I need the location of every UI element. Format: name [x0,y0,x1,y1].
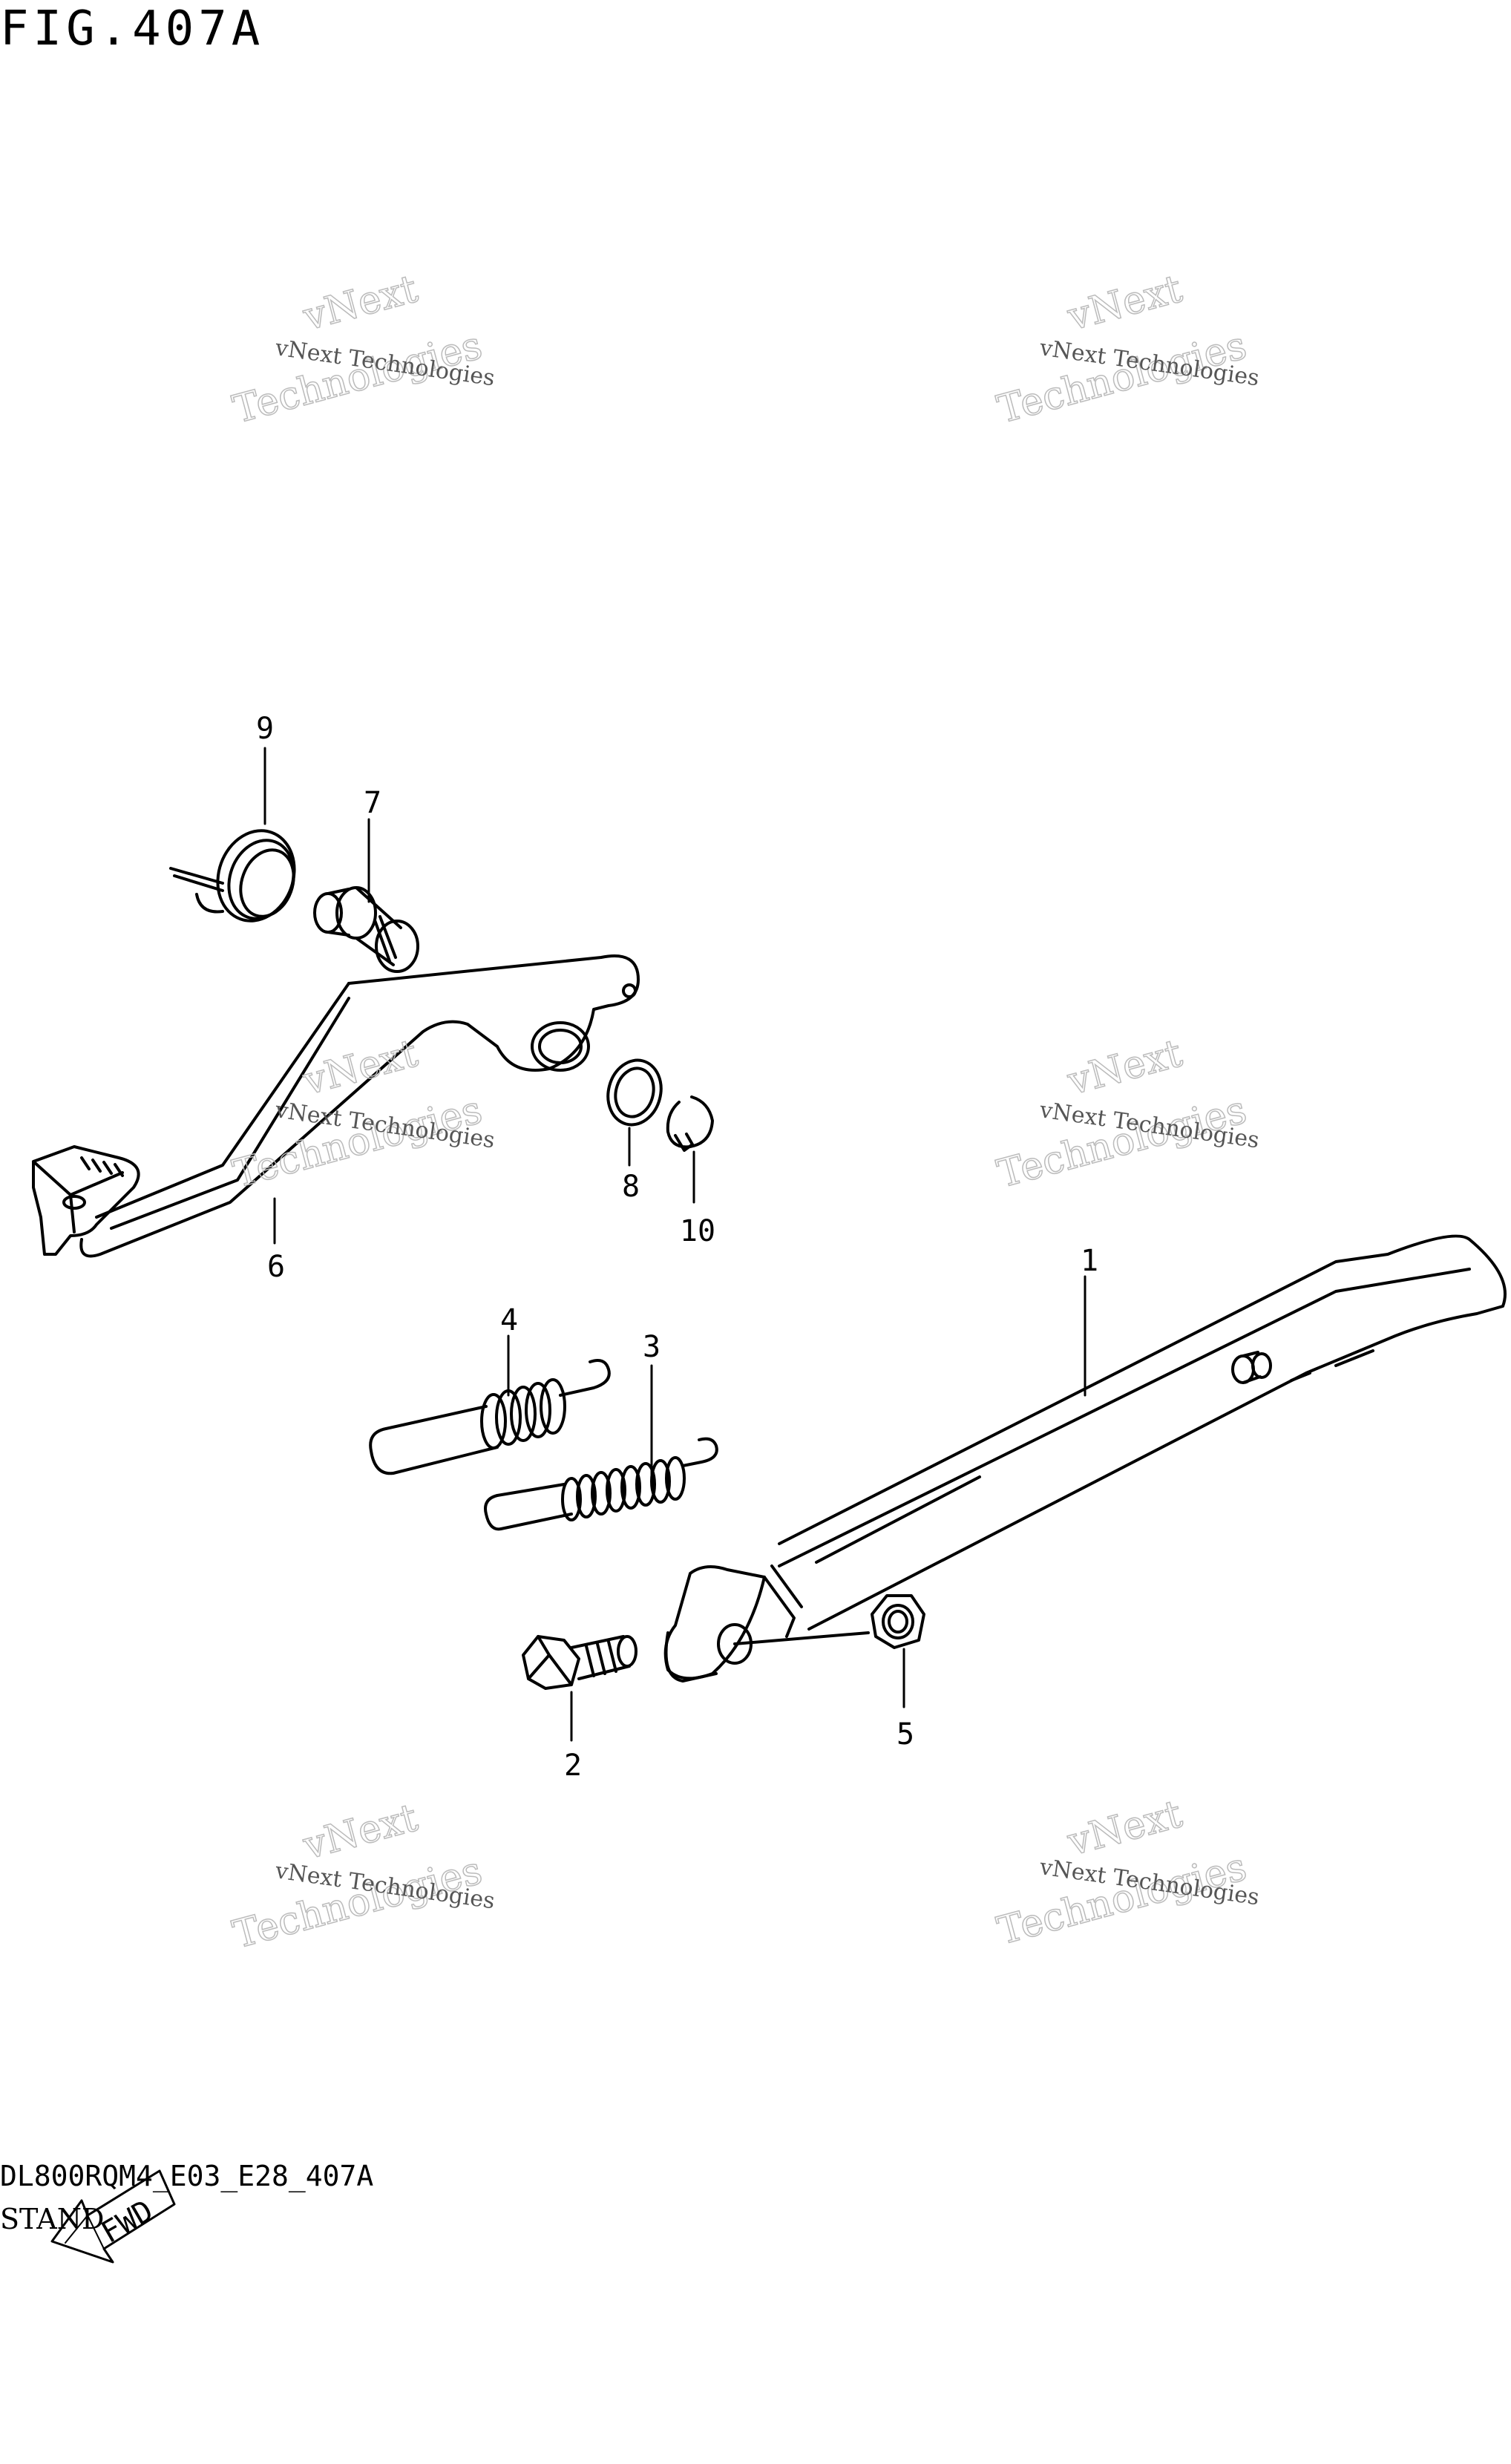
svg-text:vNext: vNext [1063,1792,1187,1865]
part-10-circlip [666,1095,714,1152]
callout-3: 3 [643,1330,661,1364]
watermark-bottom-right: vNext Technologies vNext Technologies [992,1791,1261,1954]
figure-title: FIG.407A [0,1,265,56]
callout-8: 8 [622,1170,640,1204]
fwd-label: FWD [96,2194,160,2250]
callout-10: 10 [680,1214,715,1248]
svg-text:vNext: vNext [1063,1031,1187,1104]
part-7-pivot-bolt [313,886,419,973]
diagram-code: DL800RQM4_E03_E28_407A [0,2160,374,2192]
part-6-brake-pedal [32,954,640,1258]
watermark-mid-left: vNext Technologies vNext Technologies [228,1030,496,1197]
svg-text:vNext: vNext [1063,266,1187,340]
part-3-spring [484,1437,718,1531]
callout-6: 6 [267,1250,285,1284]
watermark-mid-right: vNext Technologies vNext Technologies [992,1030,1261,1197]
svg-text:vNext: vNext [298,1795,422,1869]
svg-text:vNext: vNext [298,266,422,340]
part-1-side-stand [663,1234,1507,1682]
watermark-bottom-left: vNext Technologies vNext Technologies [228,1795,496,1958]
callout-4: 4 [500,1303,518,1337]
callout-5: 5 [897,1717,914,1752]
callout-2: 2 [564,1749,582,1783]
svg-text:vNext: vNext [298,1031,422,1104]
part-2-bolt [522,1635,637,1690]
callout-1: 1 [1081,1244,1098,1278]
callout-9: 9 [256,712,274,746]
fwd-arrow [50,2169,176,2264]
part-8-washer [606,1058,663,1127]
callout-7: 7 [364,786,381,820]
watermark-top-left: vNext Technologies vNext Technologies [228,266,496,433]
callout-leaders [263,747,1086,1742]
part-4-spring [369,1359,611,1475]
diagram-name: STAND [0,2203,105,2235]
watermark-top-right: vNext Technologies vNext Technologies [992,266,1261,433]
part-5-nut [871,1594,925,1649]
part-9-spring [169,829,296,923]
